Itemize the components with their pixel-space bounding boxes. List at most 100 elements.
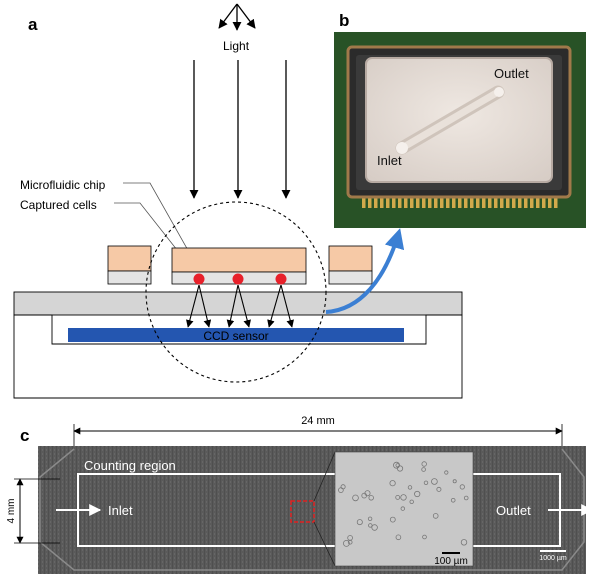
inset-cell (389, 516, 396, 523)
left-pad (107, 245, 152, 272)
light-source-rays (218, 3, 256, 31)
inset-cell (368, 523, 373, 528)
chip-pin (530, 196, 534, 208)
captured-cell (193, 273, 205, 285)
main-scale-bar-label: 1000 µm (539, 555, 567, 562)
chip-pin (524, 196, 528, 208)
chip-pins (362, 196, 558, 208)
captured-cell (275, 273, 287, 285)
inset-cell (421, 467, 426, 472)
inset-cell (342, 540, 350, 547)
panel-b-label: b (339, 11, 349, 30)
width-dimension-label: 24 mm (301, 415, 335, 427)
chip-pin (422, 196, 426, 208)
photo-outlet-label: Outlet (494, 66, 529, 81)
chip-pin (518, 196, 522, 208)
inset-cell (463, 495, 469, 501)
zoom-arrow (325, 228, 405, 314)
inset-cell (356, 519, 363, 526)
chip-pin (362, 196, 366, 208)
chip-pin (452, 196, 456, 208)
inset-cell (432, 513, 439, 519)
panel-c: c 24 mm 4 mm Counting region Inlet Outle… (6, 415, 594, 574)
captured-cell (232, 273, 244, 285)
transmitted-light-arrows (186, 284, 294, 328)
sensor-cover-glass (13, 291, 463, 316)
zoom-roi-box (290, 500, 315, 523)
counting-region-label: Counting region (84, 458, 176, 473)
inlet-port (396, 142, 408, 154)
chip-pin (374, 196, 378, 208)
inset-cell (460, 539, 468, 546)
inset-cell (400, 494, 407, 501)
inset-cell (395, 494, 401, 500)
chip-pin (440, 196, 444, 208)
panel-b: b Outlet Inlet (334, 11, 586, 228)
inset-cell (421, 461, 427, 467)
panel-a: a Light Microfluidic chip Captured cells (13, 3, 463, 399)
right-pad (328, 245, 373, 272)
chip-pin (446, 196, 450, 208)
chip-pin (398, 196, 402, 208)
channel-highlight (398, 88, 502, 152)
chip-pin (554, 196, 558, 208)
inset-cell (444, 470, 449, 475)
chip-pin (542, 196, 546, 208)
inset-cell (395, 534, 402, 541)
chip-pin (470, 196, 474, 208)
light-label: Light (223, 39, 250, 53)
chip-pin (476, 196, 480, 208)
microfluidic-chip-label: Microfluidic chip (20, 178, 106, 192)
inset-cell (414, 490, 421, 498)
inset-cell (459, 484, 465, 490)
inset-scale-bar-label: 100 µm (434, 556, 468, 567)
chip-pin (368, 196, 372, 208)
chip-pin (482, 196, 486, 208)
outlet-port (494, 87, 504, 97)
chip-pin (494, 196, 498, 208)
inset-cell (389, 480, 396, 487)
inset-cell (352, 494, 359, 502)
chip-pin (548, 196, 552, 208)
outlet-label: Outlet (496, 503, 531, 518)
photo-inlet-label: Inlet (377, 153, 402, 168)
chip-pin (458, 196, 462, 208)
inset-cell (407, 485, 413, 490)
chip-pin (428, 196, 432, 208)
inset-cell (368, 495, 374, 501)
panel-a-label: a (28, 15, 38, 34)
ccd-sensor-label: CCD sensor (203, 329, 268, 343)
chip-pin (410, 196, 414, 208)
left-pad-base (107, 270, 152, 285)
chip-pin (386, 196, 390, 208)
zoomed-inset (334, 451, 474, 567)
chip-pin (380, 196, 384, 208)
height-dimension-label: 4 mm (6, 499, 17, 524)
microfluidic-chip (171, 247, 307, 273)
inset-cell (338, 487, 344, 493)
chip-pin (464, 196, 468, 208)
captured-cells-label: Captured cells (20, 198, 97, 212)
inset-cell (400, 506, 405, 511)
inset-cell (367, 516, 373, 521)
channel-outline (39, 448, 585, 571)
chip-pin (416, 196, 420, 208)
chip-pin (536, 196, 540, 208)
inset-cell (431, 478, 438, 485)
chip-pin (512, 196, 516, 208)
chip-pin (506, 196, 510, 208)
inset-cells (338, 461, 469, 547)
inset-cell (452, 479, 457, 484)
inset-cell (436, 486, 442, 492)
sensor-housing (13, 314, 463, 399)
inset-cell (393, 461, 400, 469)
inset-cell (396, 465, 404, 472)
chip-pin (392, 196, 396, 208)
chip-pin (500, 196, 504, 208)
chip-pin (488, 196, 492, 208)
inset-cell (364, 490, 371, 497)
micrograph (38, 446, 586, 574)
zoom-circle (145, 201, 327, 383)
chip-pin (404, 196, 408, 208)
